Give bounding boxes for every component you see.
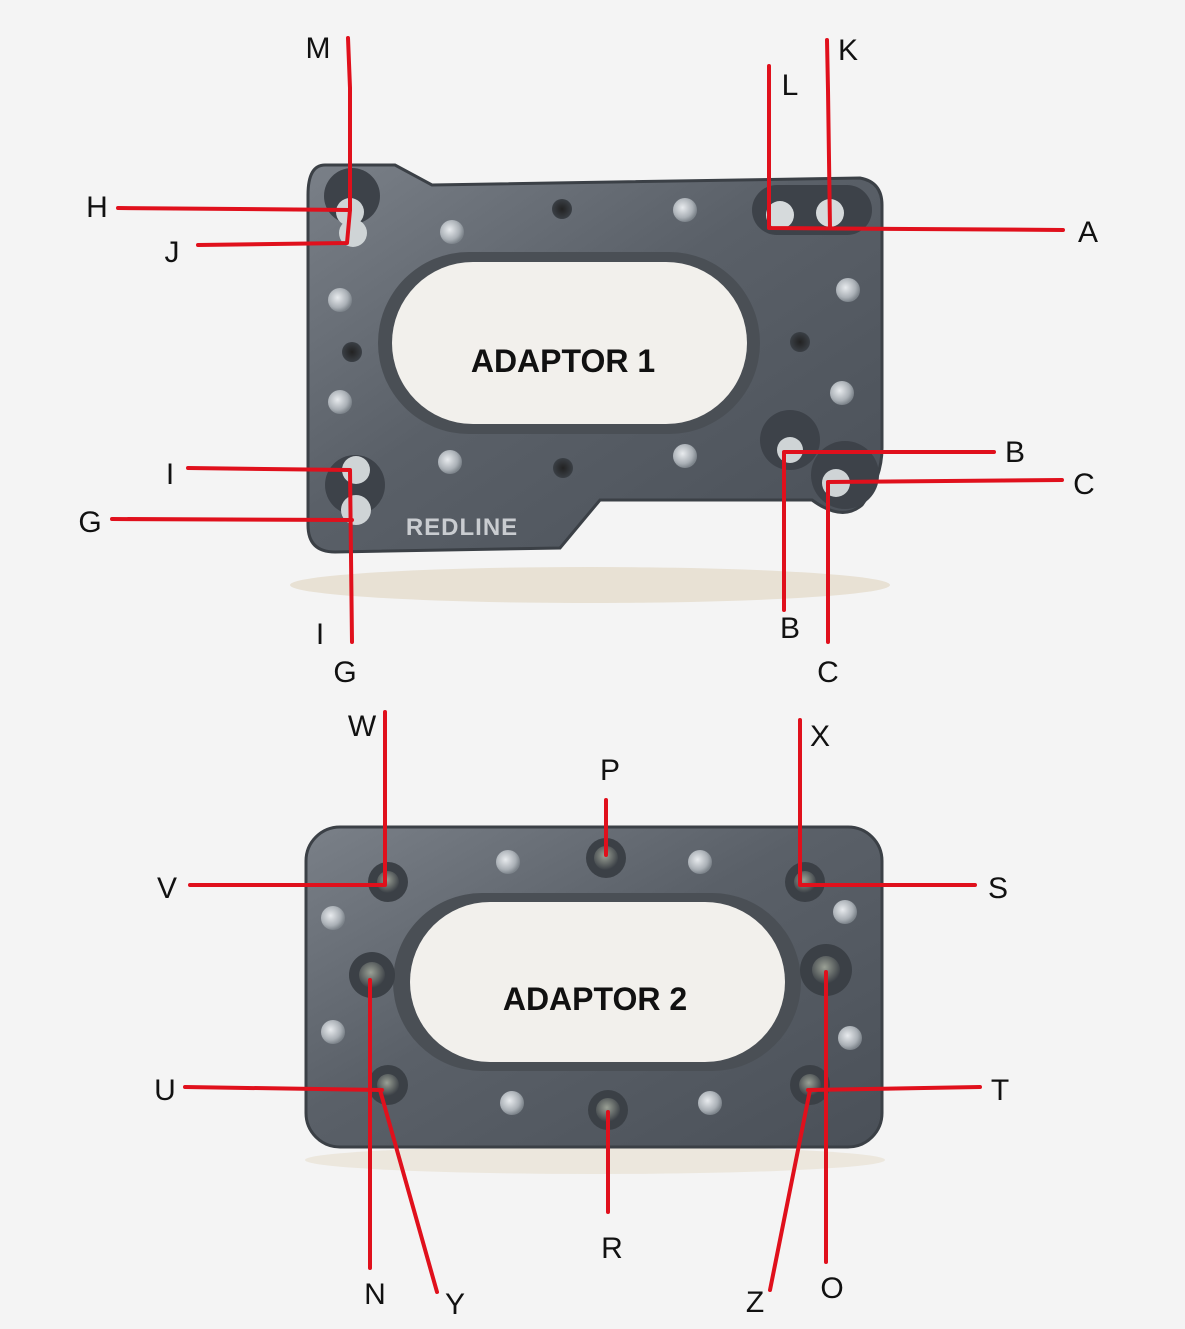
label-v: V bbox=[157, 872, 177, 905]
label-u: U bbox=[154, 1074, 176, 1107]
slot-hole-top-right bbox=[752, 185, 872, 235]
adaptor-1-title: ADAPTOR 1 bbox=[471, 343, 655, 379]
label-i-bottom: I bbox=[316, 618, 324, 651]
label-g-bottom: G bbox=[333, 656, 356, 689]
label-g-left: G bbox=[78, 506, 101, 539]
adaptor-1-rivets bbox=[328, 198, 860, 478]
label-x: X bbox=[810, 720, 830, 753]
adaptor-2-rivets bbox=[321, 850, 862, 1115]
label-s: S bbox=[988, 872, 1008, 905]
label-c-right: C bbox=[1073, 468, 1095, 501]
adaptor-2-plate: ADAPTOR 2 bbox=[304, 825, 885, 1174]
redline-engraving: REDLINE bbox=[406, 514, 518, 541]
adaptor-2-title: ADAPTOR 2 bbox=[503, 981, 687, 1017]
label-l: L bbox=[782, 69, 799, 102]
label-m: M bbox=[306, 32, 331, 65]
adaptor-1-leader-lines bbox=[110, 36, 1065, 644]
label-y: Y bbox=[445, 1288, 465, 1321]
label-t: T bbox=[991, 1074, 1009, 1107]
label-i-left: I bbox=[166, 458, 174, 491]
label-w: W bbox=[348, 710, 377, 743]
adaptor-1-plate: ADAPTOR 1 REDLINE bbox=[290, 163, 890, 603]
label-a: A bbox=[1078, 216, 1098, 249]
label-k: K bbox=[838, 34, 858, 67]
label-h: H bbox=[86, 191, 108, 224]
label-o: O bbox=[820, 1272, 843, 1305]
label-b-bottom: B bbox=[780, 612, 800, 645]
label-p: P bbox=[600, 754, 620, 787]
adaptor-2-bores bbox=[349, 838, 852, 1130]
label-c-bottom: C bbox=[817, 656, 839, 689]
label-j: J bbox=[165, 236, 180, 269]
adaptor-2-leader-lines bbox=[183, 710, 982, 1294]
label-z: Z bbox=[746, 1286, 764, 1319]
label-b-right: B bbox=[1005, 436, 1025, 469]
label-n: N bbox=[364, 1278, 386, 1311]
label-r: R bbox=[601, 1232, 623, 1265]
